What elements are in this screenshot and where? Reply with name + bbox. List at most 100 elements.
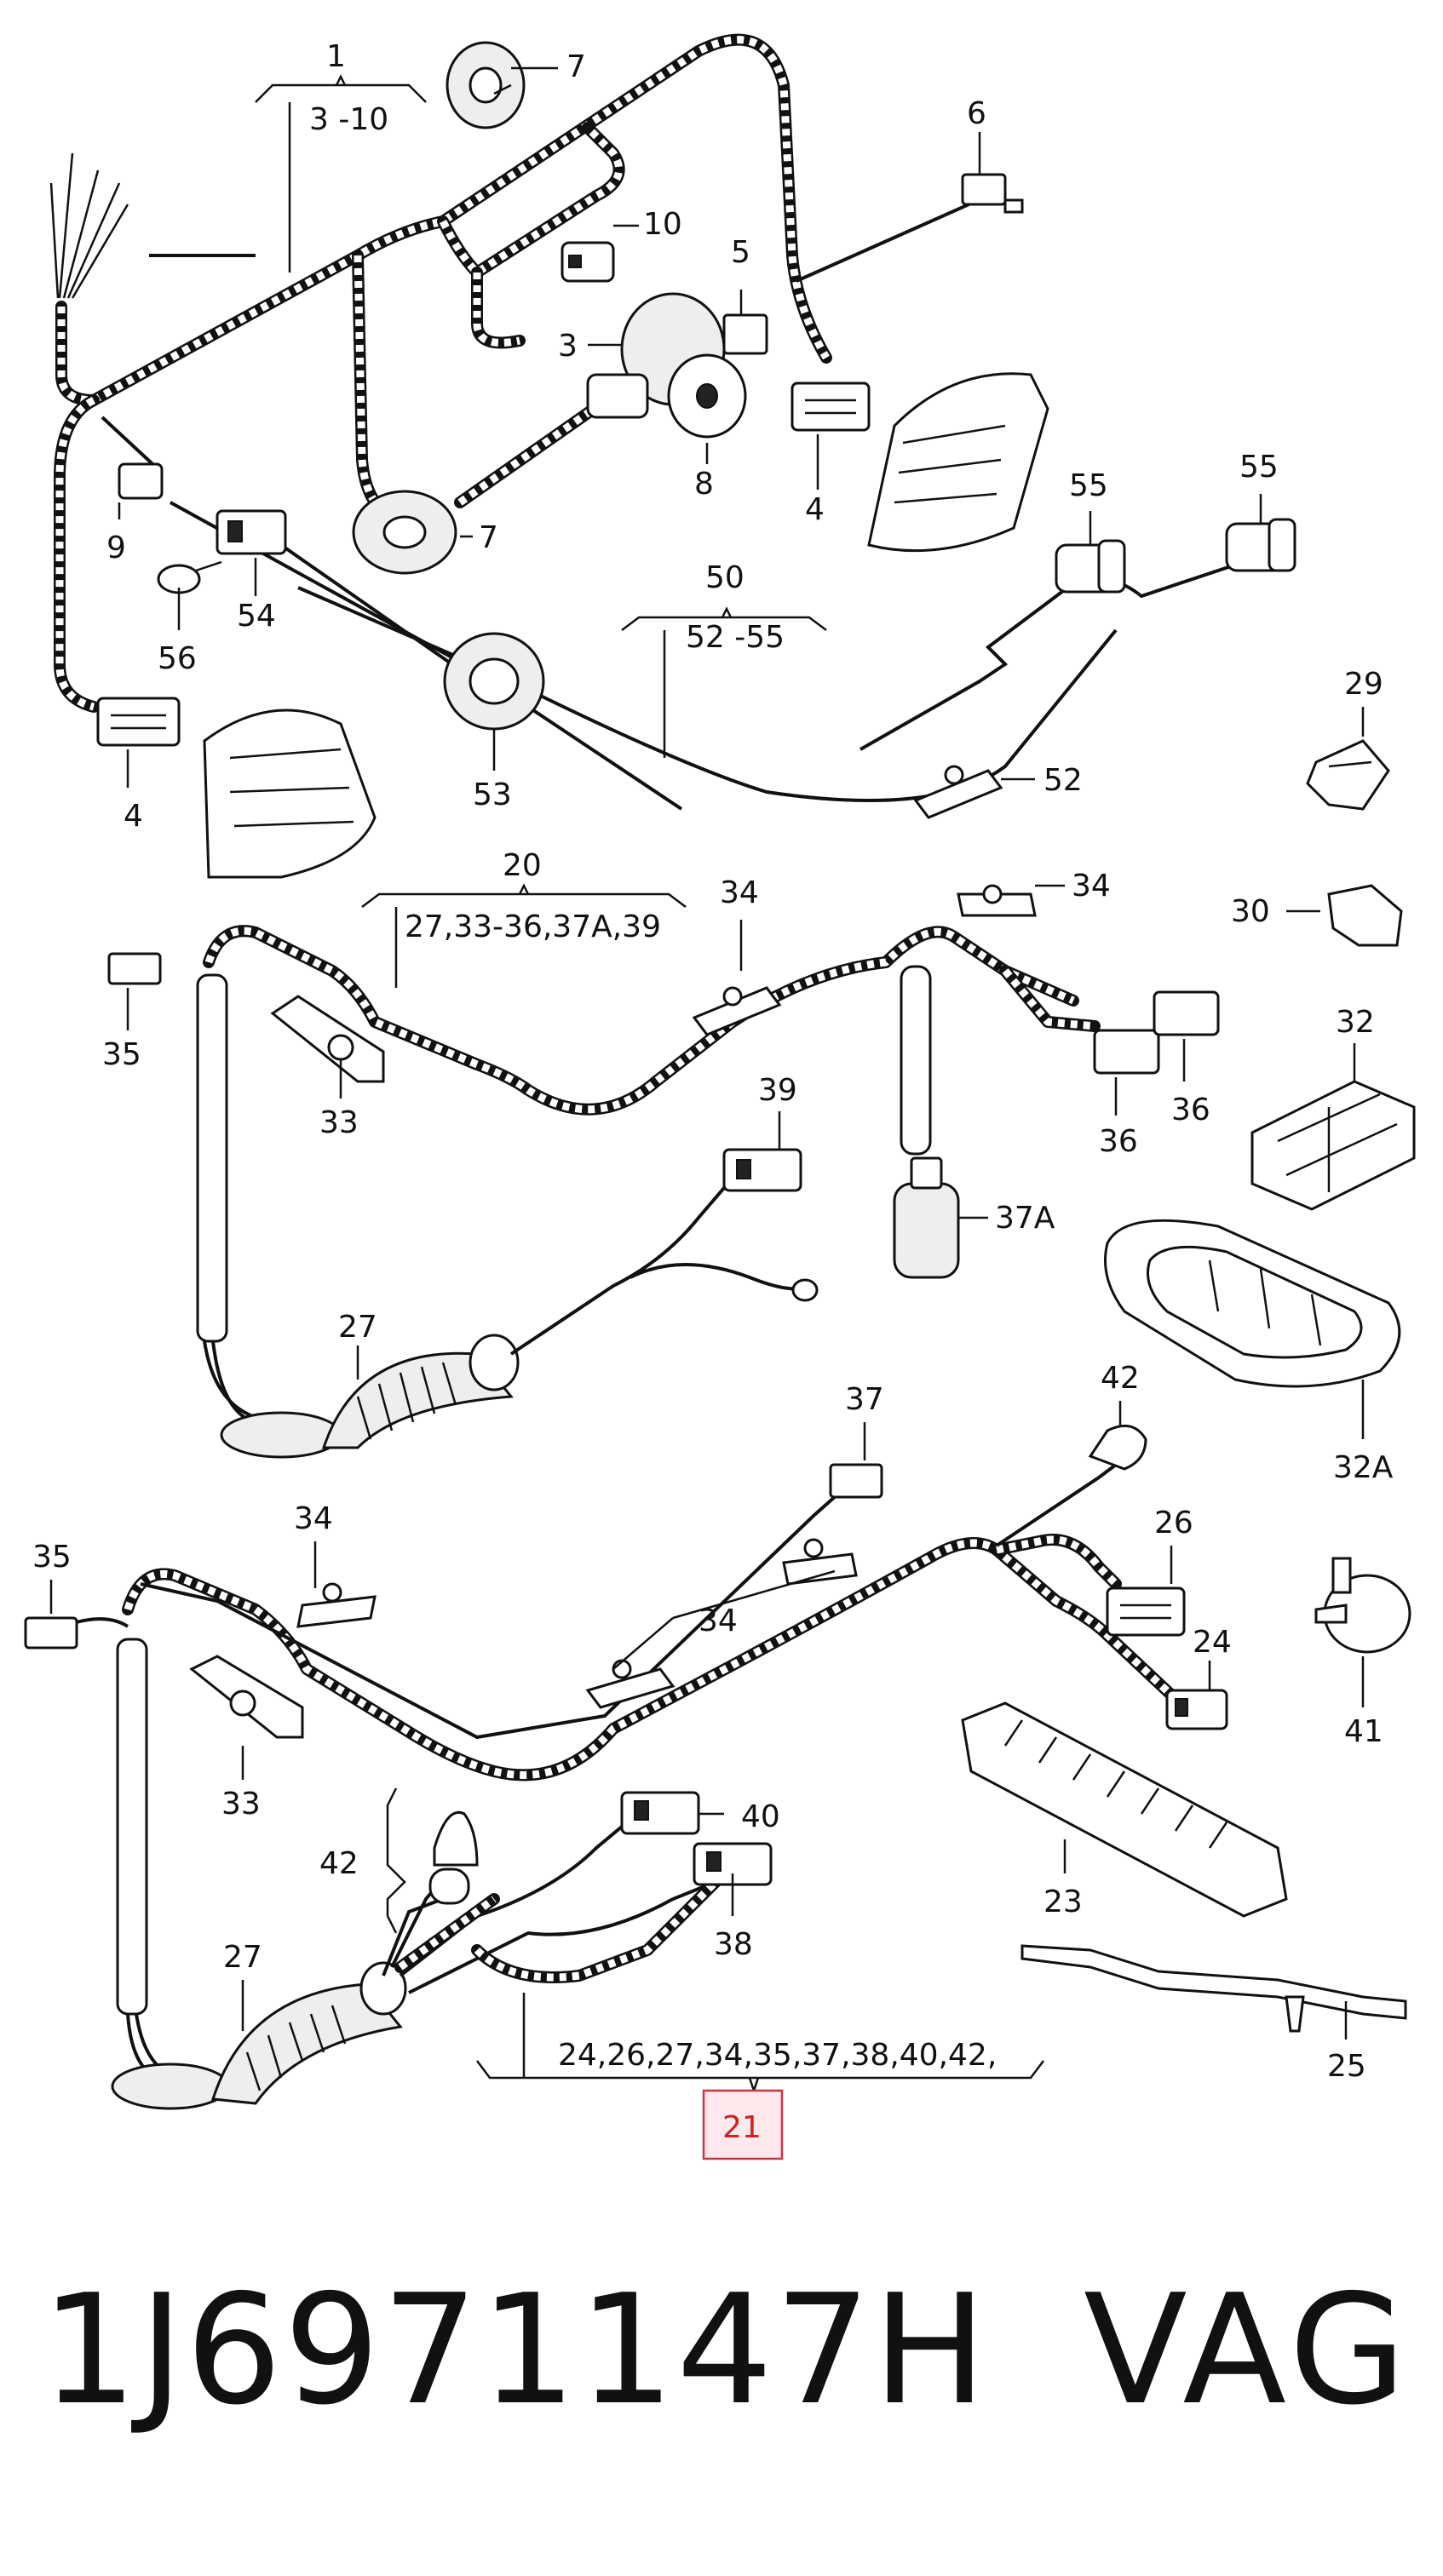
callout-1: 1 <box>326 39 346 74</box>
tail-light-right <box>867 372 1049 553</box>
bracket-23 <box>961 1701 1288 1918</box>
callout-52: 52 <box>1043 763 1083 798</box>
connector-54 <box>216 509 287 555</box>
clip-41 <box>1314 1557 1411 1654</box>
loose-wires <box>49 152 129 299</box>
callout-34-b: 34 <box>1072 869 1111 904</box>
callout-33-b: 33 <box>221 1787 261 1822</box>
callout-37: 37 <box>845 1382 884 1417</box>
callout-36-left: 36 <box>1099 1124 1138 1159</box>
callout-34-c: 34 <box>294 1501 333 1536</box>
clip-30 <box>1327 884 1403 947</box>
sensor-37A <box>893 1156 960 1279</box>
callout-40: 40 <box>741 1799 780 1834</box>
harness-group-1 <box>49 33 1390 879</box>
callout-7-bottom: 7 <box>479 520 498 555</box>
corrugated-tube-27a <box>220 1334 520 1459</box>
callout-10: 10 <box>643 207 682 242</box>
callout-27-a: 27 <box>338 1310 377 1345</box>
cable-tie-34a <box>692 986 782 1036</box>
harness-group-21 <box>24 1424 1411 2110</box>
callout-23: 23 <box>1043 1885 1083 1919</box>
cable-tie-52 <box>913 765 1003 819</box>
callout-21: 21 <box>722 2110 762 2145</box>
callout-35-b: 35 <box>32 1540 72 1575</box>
lamp-42 <box>1088 1424 1147 1471</box>
grommet-7-top <box>446 41 526 129</box>
callout-38: 38 <box>714 1927 753 1962</box>
connector-10 <box>561 241 615 283</box>
callout-7-top: 7 <box>566 49 586 84</box>
callout-35-a: 35 <box>102 1037 141 1072</box>
socket-assembly-3-5-8 <box>586 292 768 439</box>
callout-3: 3 <box>558 329 578 364</box>
callout-34-d: 34 <box>699 1604 738 1638</box>
connector-36-left <box>1093 1029 1160 1075</box>
callout-50: 50 <box>705 560 744 595</box>
callout-42-bottom: 42 <box>319 1846 359 1881</box>
callout-27-b: 27 <box>223 1940 262 1975</box>
harness-group-20 <box>107 884 1416 1459</box>
bracket-25 <box>1020 1944 1407 2033</box>
connector-40 <box>620 1791 700 1835</box>
highlight-box-21 <box>702 2089 784 2160</box>
connector-4-right <box>790 382 871 432</box>
callout-29: 29 <box>1344 667 1383 702</box>
callout-24: 24 <box>1193 1625 1232 1660</box>
connector-6 <box>961 173 1024 214</box>
callout-1-range: 3 -10 <box>309 102 388 137</box>
callout-36-right: 36 <box>1171 1093 1210 1127</box>
callout-53: 53 <box>473 777 512 812</box>
cable-tie-34b <box>957 884 1037 917</box>
brand: VAG <box>1084 2262 1411 2438</box>
callout-4-left: 4 <box>124 799 143 834</box>
callout-34-a: 34 <box>720 875 759 910</box>
part-number: 1J6971147H <box>41 2262 989 2438</box>
connector-24 <box>1165 1689 1228 1730</box>
holder-33a <box>270 995 385 1083</box>
callout-55-right: 55 <box>1239 450 1279 485</box>
grommet-7-bottom <box>352 490 457 575</box>
footer: 1J6971147H VAG <box>0 2248 1443 2453</box>
grommet-53 <box>443 632 545 731</box>
plug-42-top <box>433 1811 479 1867</box>
callout-8: 8 <box>694 467 714 502</box>
holder-33b <box>189 1655 304 1739</box>
corrugated-tube-27b <box>111 1961 407 2110</box>
callout-21-range: 24,26,27,34,35,37,38,40,42, <box>558 2038 997 2073</box>
tail-light-left <box>203 709 377 879</box>
callout-30: 30 <box>1231 894 1270 929</box>
connector-35a <box>107 952 162 985</box>
callout-20: 20 <box>503 848 542 883</box>
connector-35b <box>24 1616 78 1649</box>
connector-9 <box>118 462 164 500</box>
plug-42-bottom <box>428 1867 470 1905</box>
callout-20-range: 27,33-36,37A,39 <box>405 909 661 944</box>
callout-41: 41 <box>1344 1714 1383 1749</box>
bracket-32 <box>1250 1080 1416 1211</box>
callout-39: 39 <box>758 1073 797 1108</box>
callout-32: 32 <box>1336 1005 1375 1040</box>
callout-labels: 1 3 -10 7 6 10 5 3 8 4 9 7 54 56 4 55 55… <box>32 39 1394 2160</box>
callout-54: 54 <box>237 599 276 634</box>
connector-4-left <box>96 697 181 747</box>
cable-tie-34e <box>782 1538 858 1586</box>
callout-4-right: 4 <box>805 492 825 527</box>
callout-33-a: 33 <box>319 1105 359 1140</box>
bracket-56 <box>157 560 222 594</box>
connector-36-right <box>1153 990 1220 1036</box>
tray-32A <box>1104 1219 1401 1388</box>
clip-29 <box>1306 739 1390 811</box>
connector-39 <box>722 1148 802 1192</box>
callout-9: 9 <box>106 531 126 565</box>
callout-26: 26 <box>1154 1506 1193 1540</box>
callout-42-top: 42 <box>1101 1361 1140 1396</box>
bulb-holder-55-right <box>1225 518 1296 572</box>
connector-26 <box>1106 1586 1186 1637</box>
callout-55-left: 55 <box>1069 468 1108 503</box>
callout-5: 5 <box>731 235 750 270</box>
connector-37 <box>829 1463 883 1499</box>
callout-6: 6 <box>967 96 986 131</box>
leader-lines <box>49 66 1365 2094</box>
